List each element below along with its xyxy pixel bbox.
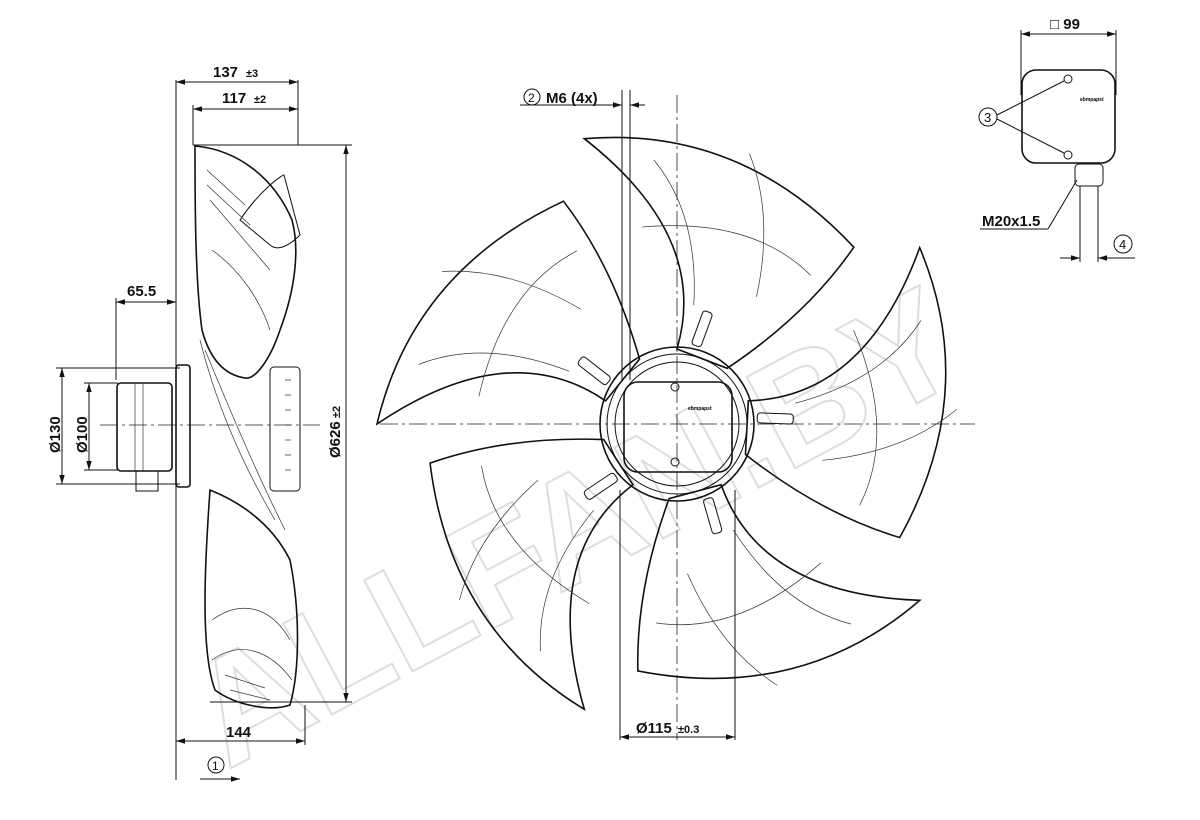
- rotor: [269, 366, 301, 492]
- hub-outer: [599, 346, 755, 502]
- dim-box-size: □ 99: [1050, 16, 1080, 33]
- terminal-box-view: □ 99 ebmpapst 3 4 M20x1.5: [978, 16, 1135, 262]
- gland-thread-label: M20x1.5: [982, 213, 1040, 230]
- blade-side-upper: [194, 145, 297, 379]
- watermark: ALLFAN.BY: [162, 254, 986, 799]
- terminal-box: [1021, 69, 1116, 164]
- fan-blade: [429, 438, 634, 712]
- dim-hub-diameter: Ø115: [636, 720, 672, 737]
- mount-thread-label: M6 (4x): [546, 90, 598, 107]
- airflow-marker: 1: [212, 759, 219, 773]
- dim-fan-diameter: Ø626: [327, 421, 344, 458]
- mount-marker: 2: [528, 91, 535, 105]
- marker-4-circle: [1113, 234, 1133, 254]
- cable-marker: 4: [1119, 237, 1126, 252]
- marker-1-circle: [207, 756, 225, 774]
- dim-flange-diameter: Ø130: [47, 416, 64, 453]
- flange: [175, 364, 191, 488]
- fan-blade: [375, 200, 641, 426]
- fan-blade: [636, 483, 922, 686]
- fan-blade: [582, 136, 855, 370]
- dim-motor-offset: 65.5: [127, 283, 156, 300]
- gland: [1074, 163, 1104, 187]
- marker-3-circle: [978, 107, 998, 127]
- dim-total-depth: 144: [226, 724, 252, 741]
- dim-fan-diameter-tol: ±2: [331, 406, 343, 418]
- svg-text:ALLFAN.BY: ALLFAN.BY: [163, 255, 985, 798]
- motor-body: [116, 382, 173, 472]
- dim-motor-diameter: Ø100: [74, 416, 91, 453]
- dim-hub-diameter-tol: ±0.3: [678, 724, 699, 736]
- cable-gland: [135, 470, 159, 492]
- marker-2-circle: [523, 88, 541, 106]
- screw-marker: 3: [984, 110, 991, 125]
- fan-blade: [744, 245, 957, 539]
- dim-overall-depth: 137: [213, 64, 238, 81]
- terminal-box-front: [623, 381, 733, 473]
- blade-side-lower: [204, 488, 299, 709]
- front-view: ebmpapst 2 M6 (4x) Ø115 ±0.3: [375, 88, 975, 740]
- brand-label-box: ebmpapst: [1080, 97, 1104, 103]
- dim-blade-depth: 117: [222, 90, 246, 107]
- brand-label-front: ebmpapst: [688, 406, 712, 412]
- dim-blade-depth-tol: ±2: [254, 94, 266, 106]
- dim-overall-depth-tol: ±3: [246, 68, 258, 80]
- side-view: 137 ±3 117 ±2 Ø626 ±2 65.5 Ø130 Ø100: [47, 64, 352, 782]
